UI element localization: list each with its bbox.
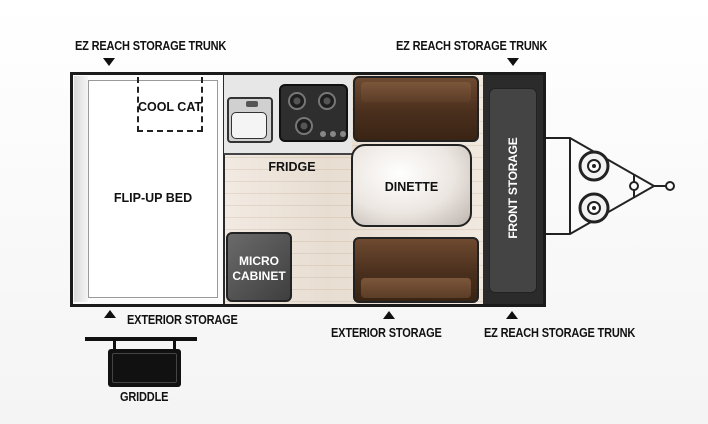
ez-reach-storage-trunk-label-left: EZ REACH STORAGE TRUNK bbox=[75, 39, 227, 53]
griddle-label: GRIDDLE bbox=[120, 390, 169, 404]
marker-arrow-down-icon bbox=[103, 58, 115, 66]
trailer-outline bbox=[70, 72, 546, 307]
marker-arrow-up-icon bbox=[383, 311, 395, 319]
dinette-table bbox=[351, 144, 472, 227]
griddle-post bbox=[113, 340, 116, 352]
wheel-icon bbox=[578, 150, 610, 182]
cool-cat-label: COOL CAT bbox=[137, 100, 203, 114]
knob-icon bbox=[330, 131, 336, 137]
burner-icon bbox=[318, 92, 336, 110]
hitch-tongue-icon bbox=[546, 137, 675, 235]
micro-cabinet-line2: CABINET bbox=[232, 269, 286, 283]
griddle-post bbox=[173, 340, 176, 352]
burner-icon bbox=[288, 92, 306, 110]
flip-up-bed-label: FLIP-UP BED bbox=[113, 191, 193, 205]
knob-icon bbox=[320, 131, 326, 137]
exterior-storage-label-center: EXTERIOR STORAGE bbox=[331, 326, 442, 340]
marker-arrow-up-icon bbox=[104, 310, 116, 318]
dinette-label: DINETTE bbox=[384, 180, 439, 194]
knob-icon bbox=[340, 131, 346, 137]
sink-bowl bbox=[231, 112, 267, 139]
wheel-icon bbox=[578, 192, 610, 224]
fridge-label: FRIDGE bbox=[268, 160, 316, 174]
ez-reach-storage-trunk-label-right: EZ REACH STORAGE TRUNK bbox=[396, 39, 548, 53]
micro-cabinet-line1: MICRO bbox=[239, 254, 279, 268]
micro-cabinet bbox=[226, 232, 292, 302]
micro-cabinet-label: MICRO CABINET bbox=[226, 254, 292, 284]
seat-cushion bbox=[361, 82, 471, 102]
burner-icon bbox=[295, 117, 313, 135]
seat-cushion bbox=[361, 278, 471, 298]
griddle-icon bbox=[108, 349, 181, 387]
exterior-storage-label-left: EXTERIOR STORAGE bbox=[127, 313, 238, 327]
bed-edge bbox=[74, 76, 88, 302]
marker-arrow-down-icon bbox=[507, 58, 519, 66]
cool-cat-unit bbox=[137, 77, 203, 132]
marker-arrow-up-icon bbox=[506, 311, 518, 319]
bed-mattress bbox=[88, 80, 218, 298]
griddle-mount-bar bbox=[85, 337, 197, 341]
ez-reach-storage-trunk-label-bottom: EZ REACH STORAGE TRUNK bbox=[484, 326, 636, 340]
front-storage-inner bbox=[489, 88, 537, 293]
faucet-icon bbox=[246, 101, 258, 107]
